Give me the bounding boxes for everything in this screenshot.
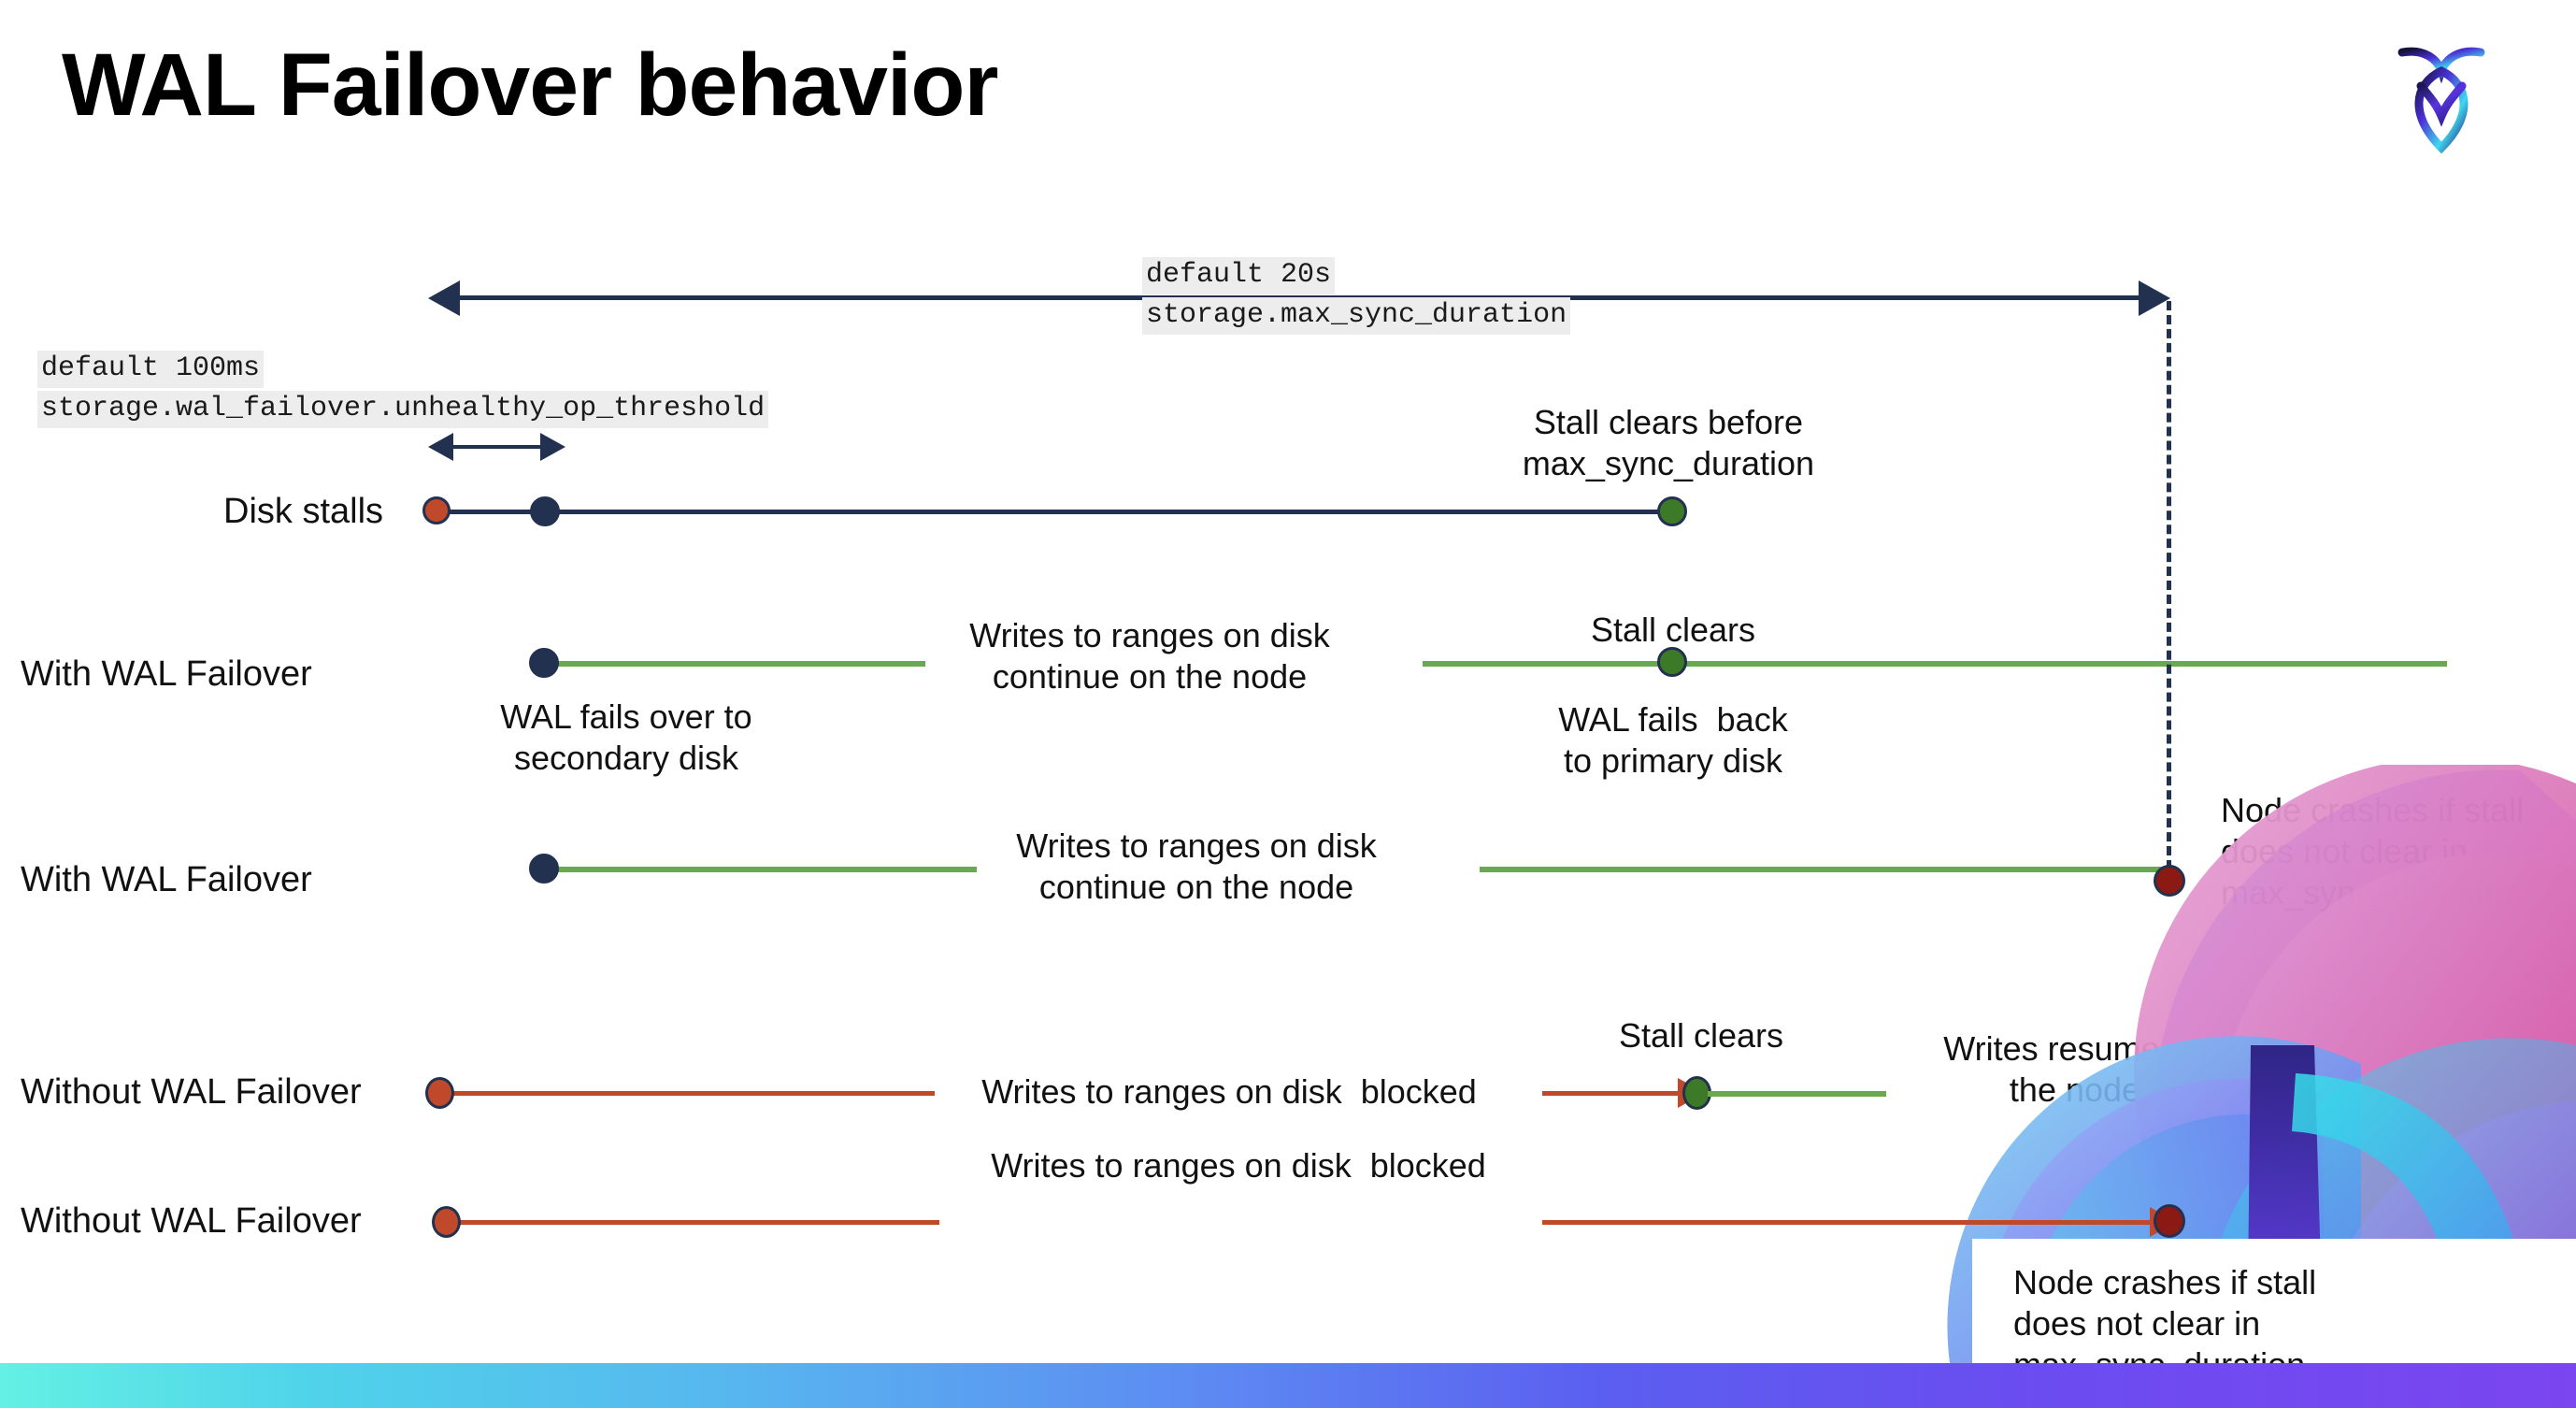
- row-label-with-wal-failover-2: With WAL Failover: [21, 860, 312, 899]
- note-wal-fails-over: WAL fails over to secondary disk: [500, 697, 752, 777]
- disk-stall-clears-dot: [1657, 496, 1687, 526]
- note-wal-fails-back: WAL fails back to primary disk: [1558, 700, 1788, 780]
- note-stall-clears-before: Stall clears before max_sync_duration: [1522, 403, 1815, 482]
- max-sync-setting-label: storage.max_sync_duration: [1142, 297, 1571, 335]
- with-wal-2-node-crash-dot: [2154, 865, 2185, 897]
- without-wal-1-stall-clears-dot: [1682, 1076, 1711, 1110]
- with-wal-1-green-segment-b: [1423, 661, 2447, 667]
- disk-stalls-timeline: [437, 510, 1671, 514]
- note-writes-blocked-2: Writes to ranges on disk blocked: [991, 1146, 1486, 1185]
- without-wal-2-red-segment-b: [1542, 1220, 2154, 1225]
- max-sync-arrow-left: [428, 280, 460, 316]
- row-label-with-wal-failover-1: With WAL Failover: [21, 654, 312, 694]
- note-writes-continue-1: Writes to ranges on disk continue on the…: [969, 616, 1330, 696]
- page-title: WAL Failover behavior: [62, 36, 998, 135]
- note-writes-continue-2: Writes to ranges on disk continue on the…: [1016, 826, 1377, 906]
- with-wal-2-green-segment-a: [542, 867, 977, 872]
- disk-stall-start-dot: [422, 496, 451, 524]
- bottom-accent-bar: [0, 1363, 2576, 1408]
- note-stall-clears-a: Stall clears: [1590, 611, 1756, 649]
- row-label-without-wal-failover-1: Without WAL Failover: [21, 1072, 362, 1112]
- unhealthy-op-arrow-right: [540, 433, 565, 461]
- note-node-crashes-1: Node crashes if stall does not clear in …: [2221, 791, 2525, 912]
- with-wal-1-stall-clears-dot: [1657, 647, 1687, 677]
- without-wal-2-node-crash-dot: [2154, 1204, 2185, 1238]
- unhealthy-op-arrow-left: [428, 433, 453, 461]
- row-label-disk-stalls: Disk stalls: [223, 492, 384, 531]
- without-wal-1-green-segment: [1708, 1091, 1886, 1097]
- without-wal-1-green-segment-tail: [2292, 1089, 2451, 1095]
- without-wal-1-red-segment-a: [449, 1091, 935, 1096]
- row-label-without-wal-failover-2: Without WAL Failover: [21, 1201, 362, 1241]
- with-wal-1-failover-dot: [529, 648, 559, 678]
- note-writes-blocked-1: Writes to ranges on disk blocked: [981, 1072, 1477, 1111]
- max-sync-default-label: default 20s: [1142, 257, 1336, 295]
- with-wal-1-green-segment-a: [542, 661, 925, 667]
- unhealthy-op-default-label: default 100ms: [37, 351, 265, 388]
- with-wal-2-failover-dot: [529, 854, 559, 884]
- without-wal-1-red-segment-b: [1542, 1091, 1682, 1096]
- wal-failover-trigger-dot: [530, 496, 560, 526]
- with-wal-2-green-segment-b: [1480, 867, 2171, 872]
- without-wal-2-red-segment-a: [453, 1220, 939, 1225]
- max-sync-arrow-right: [2139, 280, 2170, 316]
- note-node-crashes-2: Node crashes if stall does not clear in …: [2013, 1263, 2317, 1384]
- cockroachdb-logo: [2385, 30, 2497, 161]
- unhealthy-op-measure-line: [451, 445, 544, 449]
- without-wal-1-stall-start-dot: [425, 1077, 454, 1109]
- note-stall-clears-b: Stall clears: [1618, 1016, 1784, 1055]
- without-wal-2-stall-start-dot: [432, 1206, 461, 1238]
- max-sync-deadline-dashed-line: [2167, 301, 2171, 869]
- unhealthy-op-setting-label: storage.wal_failover.unhealthy_op_thresh…: [37, 391, 769, 428]
- note-writes-resume: Writes resume on the node: [1943, 1029, 2207, 1109]
